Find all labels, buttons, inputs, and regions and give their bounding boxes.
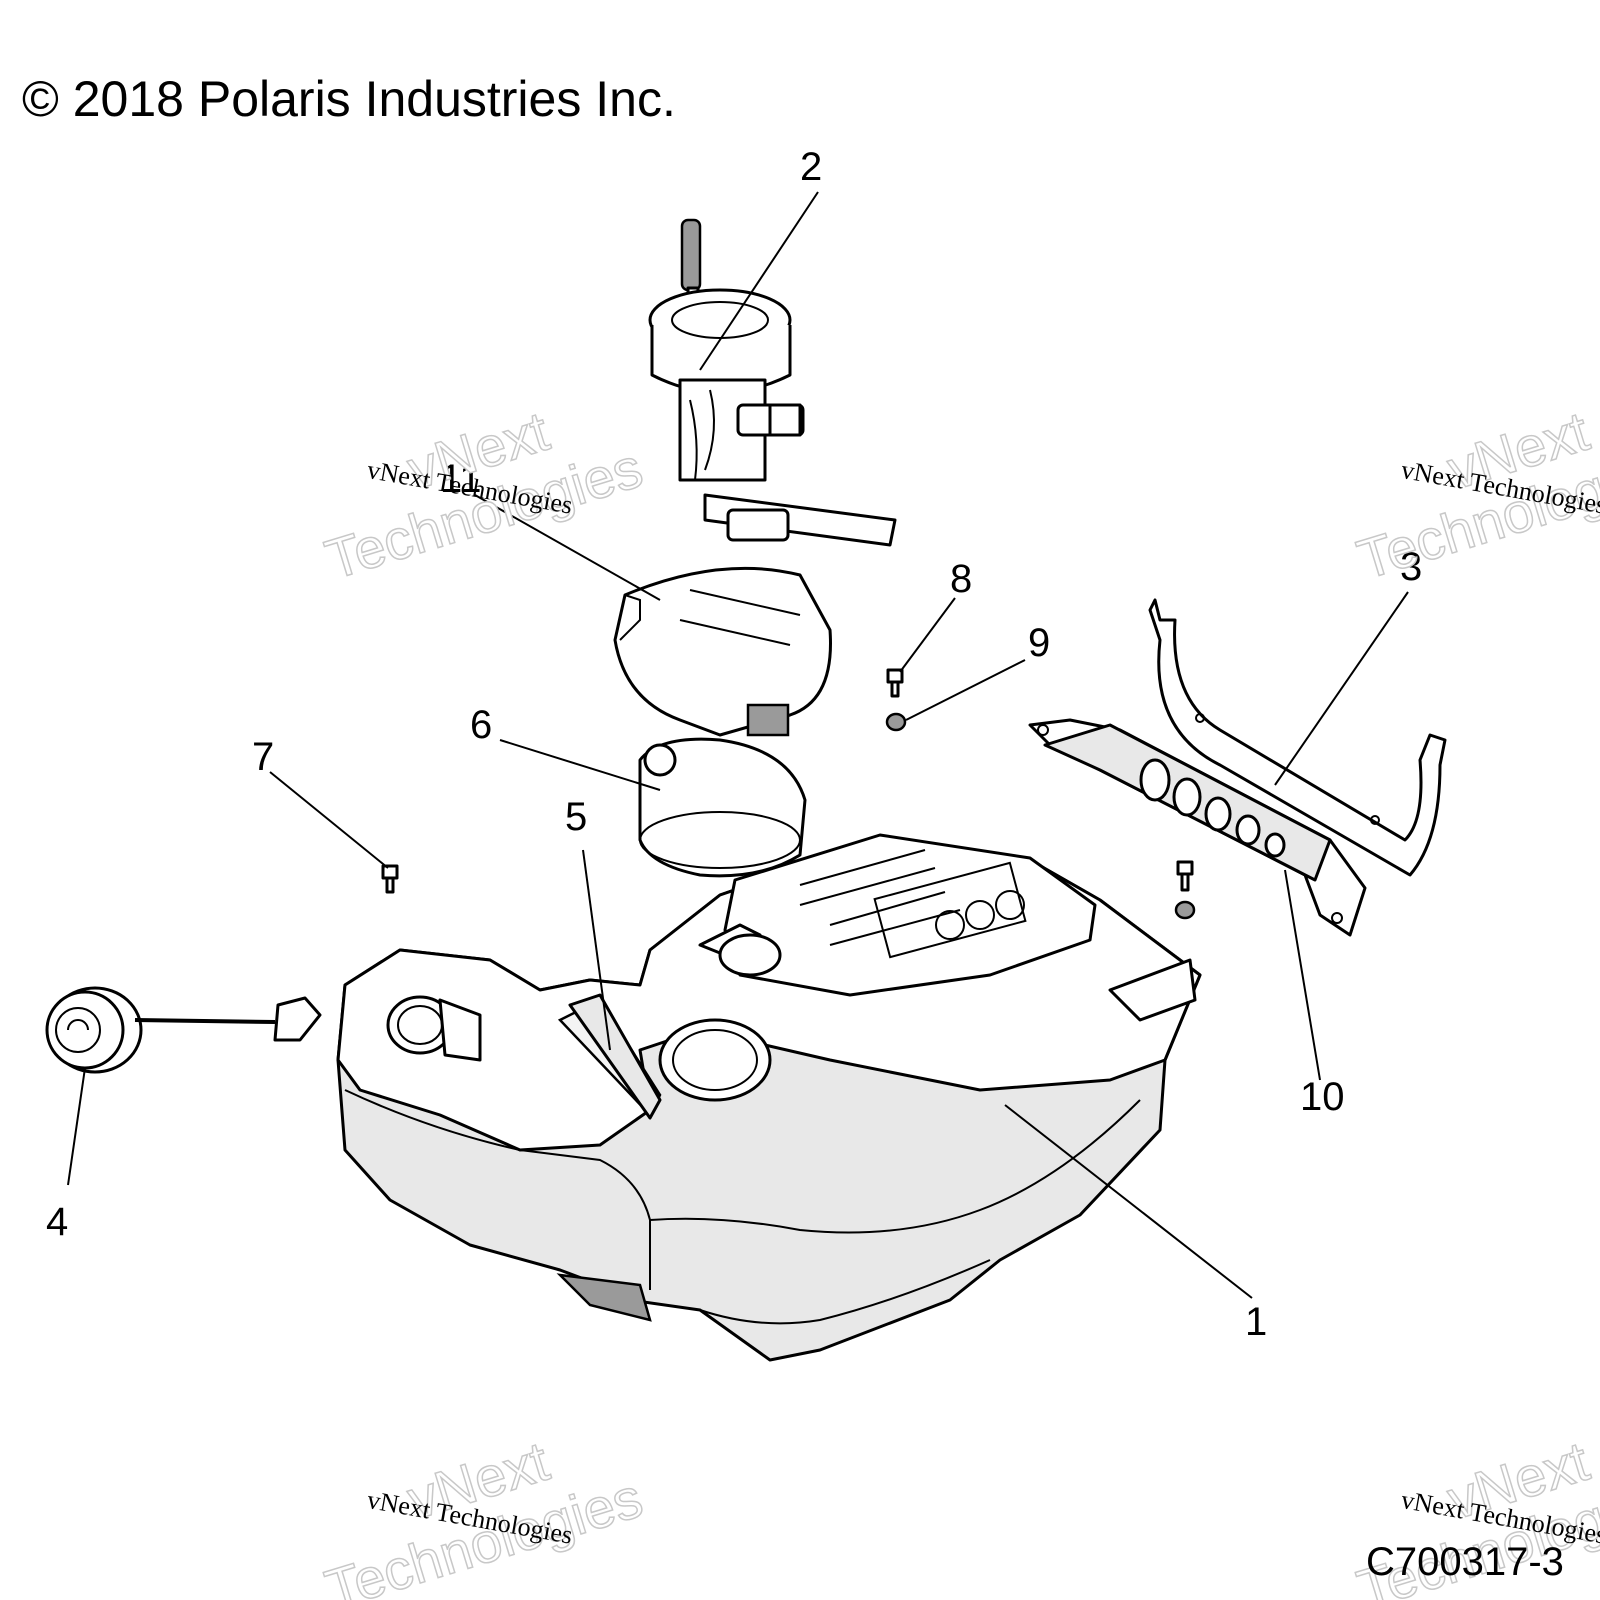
bolt [886, 668, 904, 698]
nut [885, 712, 907, 732]
figure-id: C700317-3 [1366, 1540, 1564, 1584]
callout-9: 9 [1028, 621, 1050, 665]
callout-5: 5 [565, 795, 587, 839]
callout-10: 10 [1300, 1075, 1345, 1119]
callout-4: 4 [46, 1200, 68, 1244]
tank-pad [568, 993, 662, 1120]
fuel-pump-assembly [648, 218, 897, 547]
callout-11: 11 [440, 457, 482, 501]
bolt [381, 864, 399, 894]
callout-6: 6 [470, 703, 492, 747]
callout-3: 3 [1400, 545, 1422, 589]
callout-2: 2 [800, 145, 822, 189]
fuel-tank [336, 833, 1202, 1362]
leader-lines [67, 191, 1409, 1299]
pump-cover [613, 566, 832, 737]
fuel-cap [45, 986, 322, 1074]
copyright-notice: © 2018 Polaris Industries Inc. [22, 71, 676, 127]
callout-7: 7 [252, 735, 274, 779]
heat-shield-bracket [1028, 718, 1367, 937]
pump-cap [638, 737, 807, 878]
callout-1: 1 [1245, 1300, 1267, 1344]
callout-8: 8 [950, 557, 972, 601]
tank-strap [1148, 598, 1447, 877]
bolt [1174, 860, 1196, 920]
